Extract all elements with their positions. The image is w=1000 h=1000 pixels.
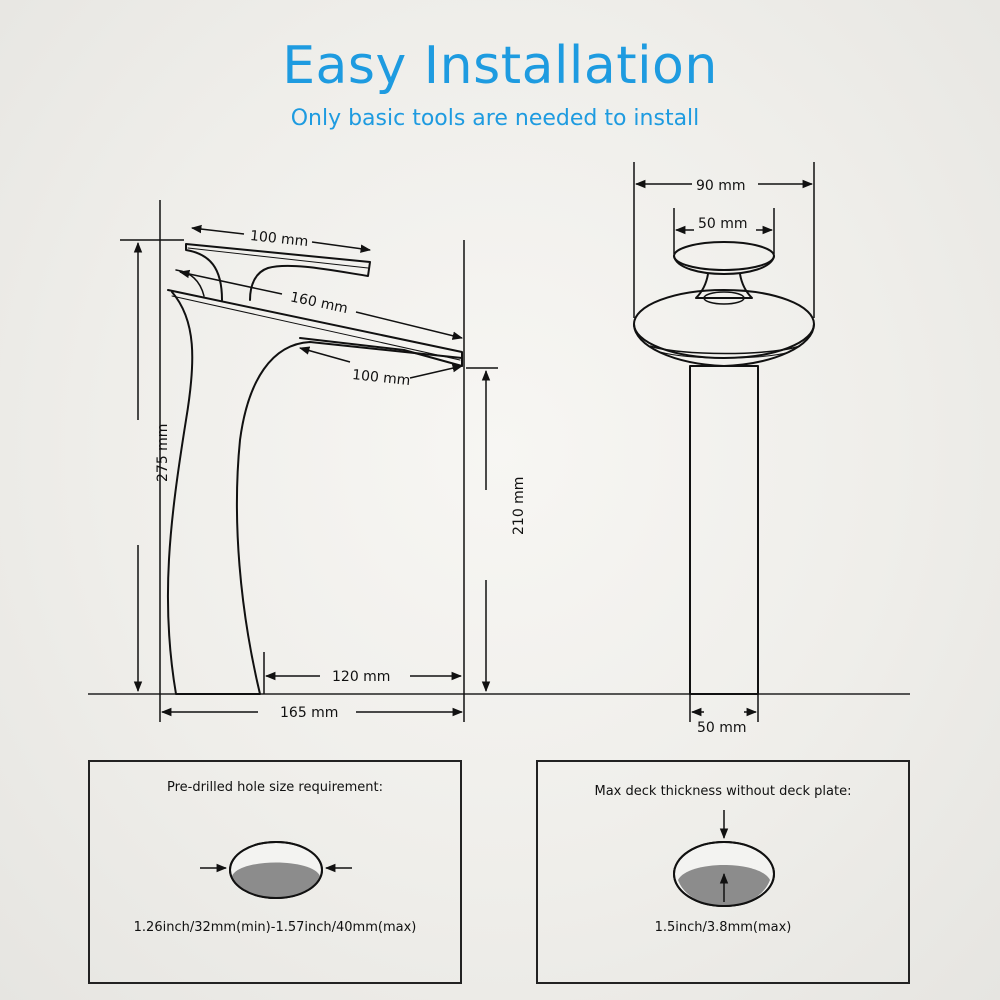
hole-size-title: Pre-drilled hole size requirement: — [166, 780, 384, 795]
side-view — [166, 243, 463, 695]
dim-spout-height: 210 mm — [511, 477, 527, 535]
side-dimensions — [120, 200, 498, 722]
dim-total-height: 275 mm — [155, 424, 171, 482]
dim-spout-full-length: 160 mm — [289, 289, 350, 317]
spout-disc — [633, 289, 815, 359]
dim-handle-width: 50 mm — [698, 216, 748, 232]
faucet-body-side — [166, 291, 463, 695]
dim-total-depth: 165 mm — [280, 705, 338, 721]
dim-spout-outlet-length: 100 mm — [351, 367, 411, 389]
page-subtitle: Only basic tools are needed to install — [290, 106, 700, 131]
deck-thickness-caption: 1.5inch/3.8mm(max) — [654, 920, 792, 935]
deck-thickness-box: Max deck thickness without deck plate: 1… — [536, 760, 910, 984]
hole-illustration — [200, 841, 352, 899]
front-dimensions — [633, 162, 815, 722]
dim-base-to-outlet: 120 mm — [332, 669, 390, 685]
deck-thickness-title: Max deck thickness without deck plate: — [594, 784, 852, 799]
handle-knob — [673, 241, 775, 271]
page-title: Easy Installation — [282, 36, 718, 96]
handle-lever — [185, 243, 371, 301]
faucet-stem — [689, 365, 759, 695]
hole-size-box: Pre-drilled hole size requirement: 1.26i… — [88, 760, 462, 984]
front-view — [633, 241, 815, 695]
faucet-diagram: 100 mm 160 mm 100 mm 275 mm 210 mm 120 m… — [88, 162, 910, 736]
dim-spout-top-length: 100 mm — [249, 228, 309, 250]
dim-spout-width: 90 mm — [696, 178, 746, 194]
hole-size-caption: 1.26inch/32mm(min)-1.57inch/40mm(max) — [133, 920, 417, 935]
deck-illustration — [673, 810, 775, 907]
dim-base-width: 50 mm — [697, 720, 747, 736]
